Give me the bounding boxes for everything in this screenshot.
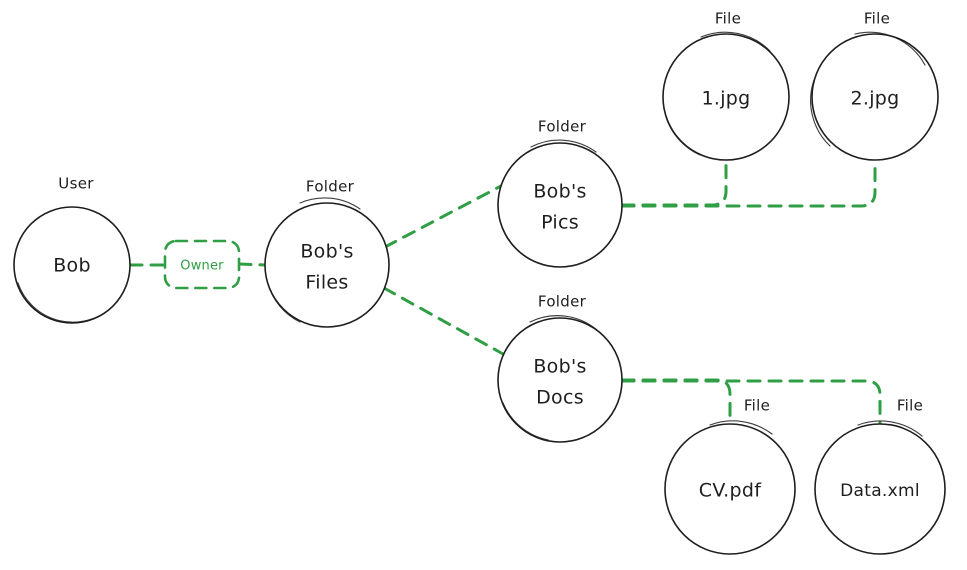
node-file-dataxml-sketch-stroke	[857, 420, 923, 437]
node-bobs-docs-type-label: Folder	[538, 293, 587, 311]
node-file-2jpg-label: 2.jpg	[850, 88, 899, 110]
node-bobs-docs-circle	[497, 317, 623, 443]
node-file-1jpg-label: 1.jpg	[701, 88, 750, 110]
node-file-1jpg-circle	[662, 33, 790, 161]
node-file-dataxml[interactable]: Data.xml File	[814, 397, 946, 555]
node-file-2jpg[interactable]: 2.jpg File	[810, 10, 939, 161]
node-file-1jpg[interactable]: 1.jpg File	[662, 10, 790, 161]
node-bobs-pics[interactable]: Bob's Pics Folder	[497, 118, 623, 268]
owner-label-text: Owner	[180, 259, 224, 274]
edge-pics-jpg2[interactable]	[620, 158, 877, 208]
node-bobs-pics-circle	[497, 142, 623, 268]
edge-label-owner[interactable]: Owner	[163, 239, 241, 290]
node-bob-sketch-stroke	[17, 282, 113, 323]
node-file-2jpg-type-label: File	[864, 10, 890, 28]
node-file-cvpdf-label: CV.pdf	[699, 480, 762, 502]
node-bobs-files-sketch-stroke	[267, 197, 361, 323]
node-file-1jpg-type-label: File	[715, 10, 741, 28]
node-bobs-pics-type-label: Folder	[538, 118, 587, 136]
edge-files-pics[interactable]	[383, 184, 503, 249]
node-file-cvpdf[interactable]: CV.pdf File	[664, 397, 796, 555]
edge-bob-files-right[interactable]	[237, 262, 267, 267]
edge-layer	[128, 158, 882, 426]
node-bob-label: Bob	[53, 255, 91, 277]
node-bob-type-label: User	[58, 175, 94, 193]
node-file-cvpdf-circle	[664, 423, 796, 555]
node-bobs-files-circle	[264, 202, 390, 328]
node-file-cvpdf-sketch-stroke	[709, 420, 773, 435]
node-bobs-pics-sketch-stroke	[500, 139, 597, 266]
edge-pics-jpg1[interactable]	[620, 158, 728, 207]
node-bobs-pics-label-line1: Bob's	[533, 181, 586, 203]
edge-docs-cvpdf[interactable]	[620, 378, 732, 426]
node-file-1jpg-sketch-stroke	[665, 31, 771, 156]
node-bobs-pics-label-line2: Pics	[541, 212, 579, 234]
node-bob[interactable]: Bob User	[13, 175, 131, 324]
node-file-cvpdf-type-label: File	[744, 397, 770, 415]
node-bobs-files-label-line2: Files	[305, 272, 348, 294]
node-bobs-files-label-line1: Bob's	[300, 241, 353, 263]
node-bob-circle	[13, 206, 131, 324]
node-bobs-files[interactable]: Bob's Files Folder	[264, 178, 390, 328]
edge-files-docs[interactable]	[382, 286, 505, 356]
owner-label-box	[163, 239, 241, 290]
node-file-dataxml-circle	[814, 423, 946, 555]
node-bobs-docs-sketch-stroke	[502, 315, 598, 441]
node-bobs-docs-label-line2: Docs	[536, 387, 584, 409]
edge-docs-dataxml[interactable]	[620, 379, 882, 426]
node-bobs-files-type-label: Folder	[306, 178, 355, 196]
node-file-dataxml-label: Data.xml	[840, 481, 920, 501]
node-file-dataxml-type-label: File	[897, 397, 923, 415]
node-bobs-docs[interactable]: Bob's Docs Folder	[497, 293, 623, 443]
node-file-2jpg-sketch-stroke	[810, 31, 926, 147]
node-file-2jpg-circle	[811, 33, 939, 161]
node-bobs-docs-label-line1: Bob's	[533, 356, 586, 378]
